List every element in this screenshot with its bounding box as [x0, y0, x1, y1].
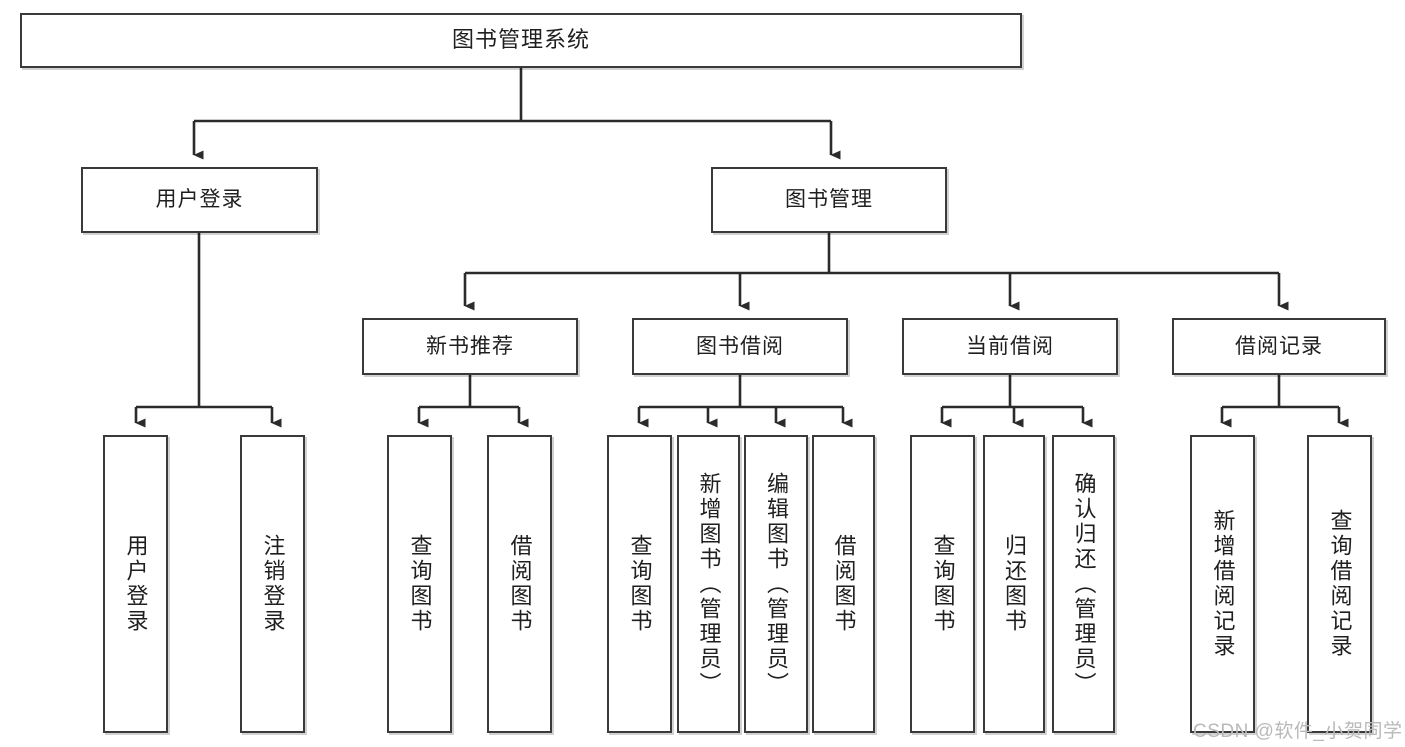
- node-label: 借阅图书: [831, 534, 857, 634]
- node-root[interactable]: 图书管理系统: [20, 13, 1022, 68]
- node-label: 借阅记录: [1235, 334, 1323, 358]
- node-label: 编辑图书（管理员）: [764, 471, 789, 697]
- node-new-book-recommend[interactable]: 新书推荐: [362, 318, 578, 375]
- node-borrow-record[interactable]: 借阅记录: [1172, 318, 1386, 375]
- leaf-query-book-recommend[interactable]: 查询图书: [387, 435, 452, 733]
- leaf-borrow-book-recommend[interactable]: 借阅图书: [487, 435, 552, 733]
- node-label: 查询借阅记录: [1327, 509, 1353, 659]
- leaf-add-borrow-record[interactable]: 新增借阅记录: [1190, 435, 1255, 733]
- leaf-borrow-book[interactable]: 借阅图书: [812, 435, 875, 733]
- leaf-user-login[interactable]: 用户登录: [103, 435, 168, 733]
- node-label: 图书借阅: [696, 334, 784, 358]
- node-label: 归还图书: [1002, 534, 1027, 634]
- leaf-query-book-borrow[interactable]: 查询图书: [607, 435, 672, 733]
- leaf-logout[interactable]: 注销登录: [240, 435, 305, 733]
- node-label: 新增图书（管理员）: [696, 471, 722, 697]
- node-label: 确认归还（管理员）: [1071, 471, 1097, 697]
- node-label: 查询图书: [627, 534, 653, 634]
- leaf-confirm-return-admin[interactable]: 确认归还（管理员）: [1052, 435, 1115, 733]
- node-user-login[interactable]: 用户登录: [81, 167, 318, 233]
- node-label: 新书推荐: [426, 334, 514, 358]
- leaf-query-borrow-record[interactable]: 查询借阅记录: [1307, 435, 1372, 733]
- node-label: 查询图书: [930, 534, 956, 634]
- node-book-borrow[interactable]: 图书借阅: [632, 318, 848, 375]
- node-book-management[interactable]: 图书管理: [711, 167, 947, 233]
- leaf-add-book-admin[interactable]: 新增图书（管理员）: [677, 435, 740, 733]
- node-label: 新增借阅记录: [1210, 509, 1236, 659]
- node-label: 图书管理: [785, 188, 873, 212]
- node-current-borrow[interactable]: 当前借阅: [902, 318, 1118, 375]
- node-label: 当前借阅: [966, 334, 1054, 358]
- node-label: 用户登录: [155, 188, 244, 212]
- leaf-return-book[interactable]: 归还图书: [983, 435, 1045, 733]
- leaf-edit-book-admin[interactable]: 编辑图书（管理员）: [744, 435, 808, 733]
- node-label: 用户登录: [123, 534, 149, 634]
- leaf-query-book-current[interactable]: 查询图书: [910, 435, 975, 733]
- node-label: 图书管理系统: [451, 27, 590, 53]
- watermark: CSDN @软件_小贺同学: [1193, 721, 1403, 742]
- node-label: 注销登录: [260, 534, 286, 634]
- node-label: 借阅图书: [507, 534, 533, 634]
- node-label: 查询图书: [407, 534, 433, 634]
